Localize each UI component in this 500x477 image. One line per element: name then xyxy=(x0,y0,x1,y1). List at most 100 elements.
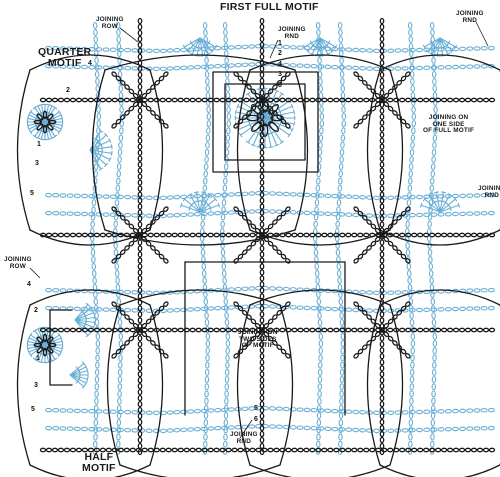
join-chain xyxy=(137,17,143,25)
chain-stitch xyxy=(338,440,343,448)
join-chain xyxy=(259,209,265,216)
joining-row-label-left: JOINING ROW xyxy=(4,256,32,270)
chain-stitch xyxy=(352,427,360,433)
join-chain xyxy=(291,447,298,453)
join-chain xyxy=(259,245,265,252)
join-chain xyxy=(309,327,316,333)
chain-stitch xyxy=(316,29,321,36)
join-chain xyxy=(165,232,172,238)
join-chain xyxy=(285,353,291,359)
dc-stitch-top xyxy=(293,109,296,115)
chain-stitch xyxy=(95,354,100,362)
join-chain xyxy=(145,223,152,230)
chain-stitch xyxy=(387,213,395,218)
join-chain xyxy=(383,322,390,329)
join-chain xyxy=(254,236,261,243)
dc-stitch-top xyxy=(302,44,306,50)
join-chain xyxy=(476,447,484,453)
chain-stitch xyxy=(124,194,132,200)
dc-stitch xyxy=(439,198,456,213)
join-chain xyxy=(249,232,256,238)
join-chain xyxy=(219,447,226,453)
chain-stitch xyxy=(331,64,339,70)
join-chain xyxy=(147,327,154,333)
join-chain xyxy=(241,309,248,316)
join-chain xyxy=(291,327,298,333)
dc-stitch-top xyxy=(454,44,458,50)
join-chain xyxy=(259,185,265,192)
chain-stitch xyxy=(430,298,436,305)
join-chain xyxy=(111,71,117,77)
chain-stitch xyxy=(117,397,122,405)
chain-stitch xyxy=(282,406,290,412)
join-chain xyxy=(183,327,190,333)
dc-stitch xyxy=(184,198,201,213)
join-chain xyxy=(345,447,352,453)
chain-stitch xyxy=(352,47,360,53)
dc-stitch xyxy=(439,37,457,48)
chain-stitch xyxy=(88,211,96,217)
dc-stitch xyxy=(37,344,46,362)
chain-stitch xyxy=(289,45,297,50)
join-chain xyxy=(225,232,232,238)
join-chain xyxy=(363,97,370,103)
chain-stitch xyxy=(91,263,97,270)
chain-stitch xyxy=(437,409,445,414)
join-chain xyxy=(141,236,148,243)
chain-stitch xyxy=(204,376,210,384)
chain-stitch xyxy=(331,408,339,414)
join-chain xyxy=(464,232,472,238)
join-chain xyxy=(254,227,261,234)
chain-stitch xyxy=(394,410,402,415)
chain-stitch xyxy=(410,78,415,85)
chain-stitch xyxy=(45,192,53,198)
join-chain xyxy=(279,97,286,103)
dc-stitch xyxy=(439,191,445,213)
join-chain xyxy=(361,79,368,86)
join-chain xyxy=(357,232,364,238)
dc-stitch-top xyxy=(213,197,218,202)
chain-stitch xyxy=(427,220,432,228)
motif-arc xyxy=(389,69,404,231)
chain-stitch xyxy=(224,57,229,64)
chain-stitch xyxy=(95,361,100,369)
chain-stitch xyxy=(113,242,118,249)
chain-stitch xyxy=(117,64,123,71)
chain-stitch xyxy=(225,340,231,348)
join-chain xyxy=(387,335,394,342)
chain-stitch xyxy=(352,194,360,200)
join-chain xyxy=(45,232,53,238)
motif-arc xyxy=(91,69,106,231)
chain-stitch xyxy=(205,361,210,369)
chain-stitch xyxy=(319,113,325,120)
join-chain xyxy=(147,447,154,453)
chain-stitch xyxy=(173,65,181,71)
chain-stitch xyxy=(331,426,339,432)
join-chain xyxy=(75,327,83,333)
chain-stitch xyxy=(205,326,210,333)
chain-stitch xyxy=(223,419,229,427)
chain-stitch xyxy=(340,78,345,85)
join-chain xyxy=(128,318,135,325)
chain-stitch xyxy=(227,407,235,412)
chain-stitch xyxy=(222,284,228,291)
join-chain xyxy=(379,371,385,378)
join-chain xyxy=(428,327,436,333)
dc-stitch-top xyxy=(450,49,455,54)
chain-stitch xyxy=(117,319,123,326)
join-chain xyxy=(263,331,270,338)
chain-stitch xyxy=(227,63,235,68)
chain-stitch xyxy=(408,419,414,427)
chain-stitch xyxy=(204,368,210,376)
join-chain xyxy=(267,327,274,333)
chain-stitch xyxy=(124,289,132,295)
chain-stitch xyxy=(221,263,227,270)
join-chain xyxy=(119,79,126,86)
chain-stitch xyxy=(93,163,99,171)
chain-stitch xyxy=(423,194,431,200)
join-chain xyxy=(379,35,385,43)
chain-stitch xyxy=(473,193,481,198)
chain-stitch xyxy=(261,208,269,214)
chain-stitch xyxy=(345,409,353,414)
chain-stitch xyxy=(409,383,415,391)
